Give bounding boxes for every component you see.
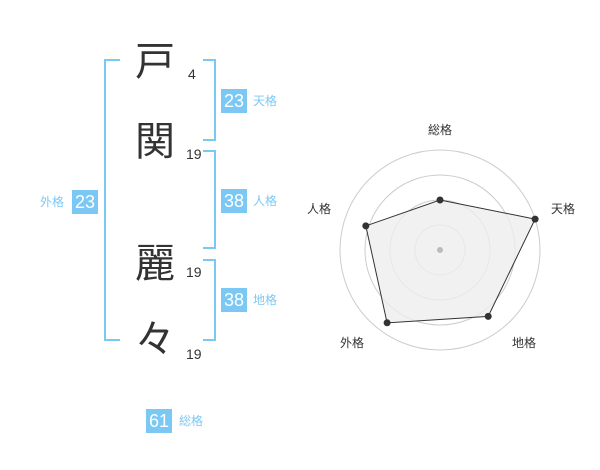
radar-ring bbox=[339, 149, 541, 351]
radar-center-dot bbox=[437, 247, 443, 253]
radar-point-5 bbox=[362, 222, 370, 230]
tenkaku-value: 23 bbox=[221, 89, 247, 113]
name-char-1: 戸 bbox=[135, 39, 175, 85]
gaikaku-label: 外格 bbox=[40, 195, 65, 209]
stroke-count-1: 4 bbox=[188, 66, 196, 82]
radar-point-1 bbox=[436, 196, 444, 204]
radar-point-4 bbox=[383, 319, 391, 327]
chikaku-label: 地格 bbox=[253, 293, 278, 307]
radar-label-soukaku: 総格 bbox=[428, 122, 452, 137]
soukaku-label: 総格 bbox=[179, 414, 204, 428]
name-char-3: 麗 bbox=[135, 241, 175, 287]
radar-label-jinkaku: 人格 bbox=[307, 201, 331, 216]
tenkaku-label: 天格 bbox=[253, 94, 278, 108]
jinkaku-label: 人格 bbox=[253, 194, 278, 208]
chikaku-bracket bbox=[203, 259, 216, 341]
radar-label-chikaku: 地格 bbox=[512, 335, 536, 350]
stroke-count-4: 19 bbox=[186, 346, 202, 362]
radar-points bbox=[362, 196, 539, 327]
radar-label-tenkaku: 天格 bbox=[551, 201, 575, 216]
chikaku-value: 38 bbox=[221, 288, 247, 312]
name-char-2: 関 bbox=[135, 119, 175, 165]
stroke-count-2: 19 bbox=[186, 146, 202, 162]
jinkaku-bracket bbox=[203, 150, 216, 249]
stroke-count-3: 19 bbox=[186, 264, 202, 280]
gaikaku-value: 23 bbox=[72, 190, 98, 214]
name-char-4: 々 bbox=[135, 317, 175, 363]
radar-label-gaikaku: 外格 bbox=[340, 335, 364, 350]
gaikaku-bracket bbox=[104, 59, 120, 341]
radar-point-2 bbox=[531, 215, 539, 223]
radar-point-3 bbox=[484, 312, 492, 320]
radar-shape bbox=[365, 199, 536, 324]
soukaku-value: 61 bbox=[146, 409, 172, 433]
jinkaku-value: 38 bbox=[221, 189, 247, 213]
tenkaku-bracket bbox=[203, 59, 216, 141]
